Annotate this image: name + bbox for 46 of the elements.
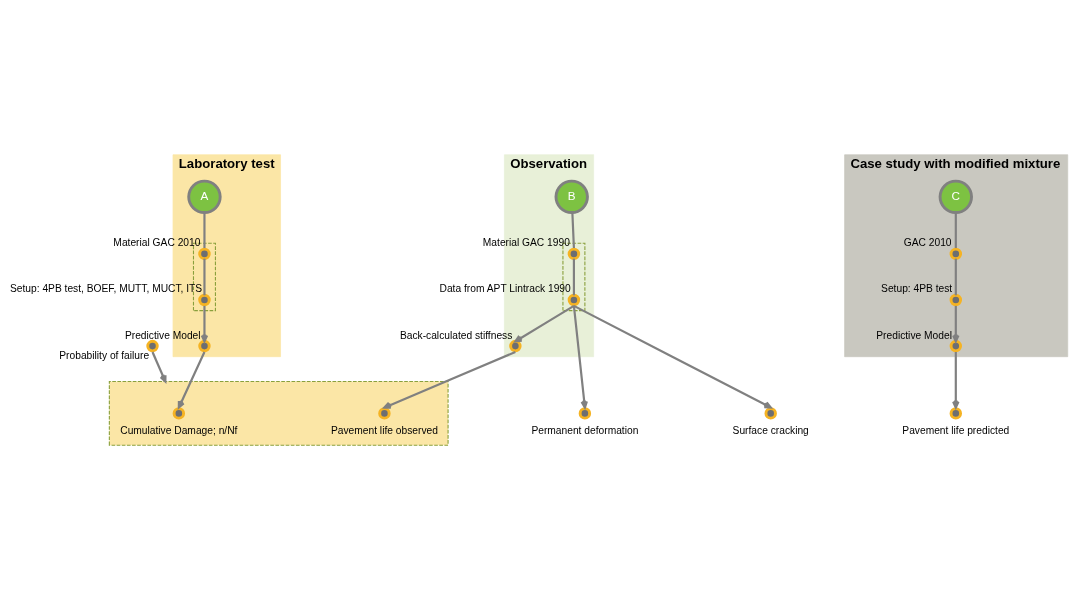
node-label: Surface cracking	[732, 424, 809, 436]
node-label: Setup: 4PB test	[881, 282, 953, 294]
cluster	[108, 380, 449, 446]
node-circle	[949, 339, 963, 352]
arrow	[200, 305, 209, 342]
node-label: Material GAC 1990	[482, 236, 570, 248]
node-circle	[764, 406, 777, 420]
arrow	[573, 304, 772, 409]
node-circle	[567, 293, 581, 306]
node-circle: A	[187, 179, 222, 214]
connector	[954, 212, 957, 248]
node-circle	[578, 406, 592, 420]
connector	[571, 212, 575, 248]
node-circle	[198, 293, 211, 306]
node-label: Cumulative Damage; n/Nf	[120, 424, 238, 436]
node-label: Back-calculated stiffness	[399, 329, 513, 341]
node-label: Predictive Model	[876, 329, 952, 341]
node-label: GAC 2010	[903, 236, 952, 248]
connector	[572, 258, 575, 295]
node-label: Setup: 4PB test, BOEF, MUTT, MUCT, ITS	[9, 282, 203, 294]
connector	[203, 212, 206, 248]
node-circle: C	[938, 179, 973, 214]
node-label: Data from APT Lintrack 1990	[439, 282, 571, 294]
arrow	[952, 305, 960, 342]
node-circle: B	[554, 179, 589, 214]
node-circle	[198, 339, 211, 352]
arrow	[383, 350, 516, 409]
connector	[203, 258, 206, 295]
node-circle	[172, 406, 186, 420]
arrow	[572, 305, 588, 409]
node-circle	[378, 406, 391, 420]
node-label: Permanent deformation	[531, 424, 639, 436]
node-circle	[509, 339, 522, 352]
node-circle	[949, 293, 963, 306]
node-label: Material GAC 2010	[113, 236, 201, 248]
node-circle	[146, 339, 159, 352]
connector	[954, 258, 957, 295]
node-circle	[949, 247, 963, 260]
node-label: Pavement life predicted	[902, 424, 1010, 436]
node-label: Pavement life observed	[330, 424, 438, 436]
arrow	[514, 304, 575, 342]
node-label: Predictive Model	[124, 329, 201, 341]
node-label: Probability of failure	[59, 349, 150, 361]
node-circle	[198, 247, 211, 260]
node-circle	[567, 247, 581, 260]
node-circle	[949, 406, 963, 420]
